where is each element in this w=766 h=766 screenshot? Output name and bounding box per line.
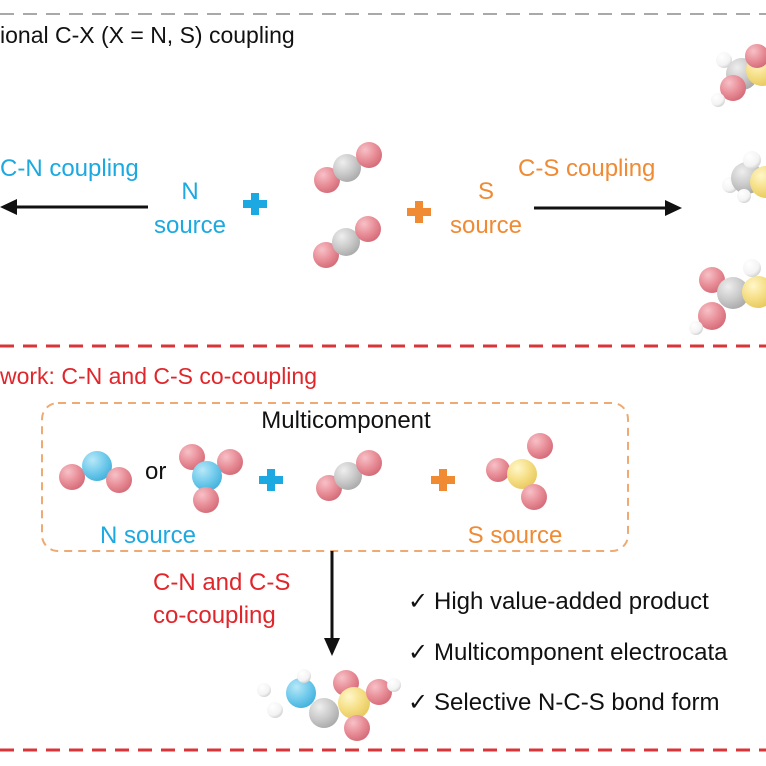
checkmark-icon: ✓ — [408, 639, 428, 666]
benefit-item-2: ✓ Multicomponent electrocata — [408, 639, 728, 666]
benefit-text-3: Selective N-C-S bond form — [434, 689, 719, 716]
down-arrow — [324, 551, 340, 656]
multicomponent-box — [41, 402, 629, 552]
benefit-item-1: ✓ High value-added product — [408, 588, 709, 615]
n-source-line1: N — [181, 178, 198, 205]
co2-molecule-lower — [313, 216, 381, 268]
s-source-molecule — [486, 433, 553, 510]
product-molecule-top-right-3 — [689, 259, 766, 335]
blue-plus-icon-bottom — [259, 469, 283, 491]
multicomponent-title: Multicomponent — [261, 407, 431, 434]
benefit-text-1: High value-added product — [434, 588, 709, 615]
product-molecule-top-right-2 — [722, 151, 766, 203]
blue-plus-icon — [243, 193, 267, 215]
checkmark-icon: ✓ — [408, 689, 428, 716]
co2-molecule-upper — [314, 142, 382, 193]
left-arrow — [0, 199, 148, 215]
n-source-molecule-2 — [179, 444, 243, 513]
top-section-title: ional C-X (X = N, S) coupling — [0, 22, 295, 48]
n-source-label: N source — [100, 522, 196, 549]
co-coupling-label-line1: C-N and C-S — [153, 569, 290, 596]
orange-plus-icon-bottom — [431, 469, 455, 491]
s-source-line2: source — [450, 212, 522, 239]
co2-molecule-bottom — [316, 450, 382, 501]
cs-coupling-label: C-S coupling — [518, 155, 655, 182]
or-text: or — [145, 458, 166, 485]
bottom-section-title: work: C-N and C-S co-coupling — [0, 363, 317, 389]
benefit-item-3: ✓ Selective N-C-S bond form — [408, 689, 719, 716]
product-molecule-top-right-1 — [711, 44, 766, 107]
s-source-line1: S — [478, 178, 494, 205]
n-source-line2: source — [154, 212, 226, 239]
orange-plus-icon — [407, 201, 431, 223]
checkmark-icon: ✓ — [408, 588, 428, 615]
n-source-molecule-1 — [59, 451, 132, 493]
benefit-text-2: Multicomponent electrocata — [434, 639, 728, 666]
s-source-label: S source — [468, 522, 563, 549]
right-arrow — [534, 200, 682, 216]
co-coupling-label-line2: co-coupling — [153, 602, 276, 629]
cn-coupling-label: C-N coupling — [0, 155, 139, 182]
product-molecule-bottom — [257, 669, 401, 741]
